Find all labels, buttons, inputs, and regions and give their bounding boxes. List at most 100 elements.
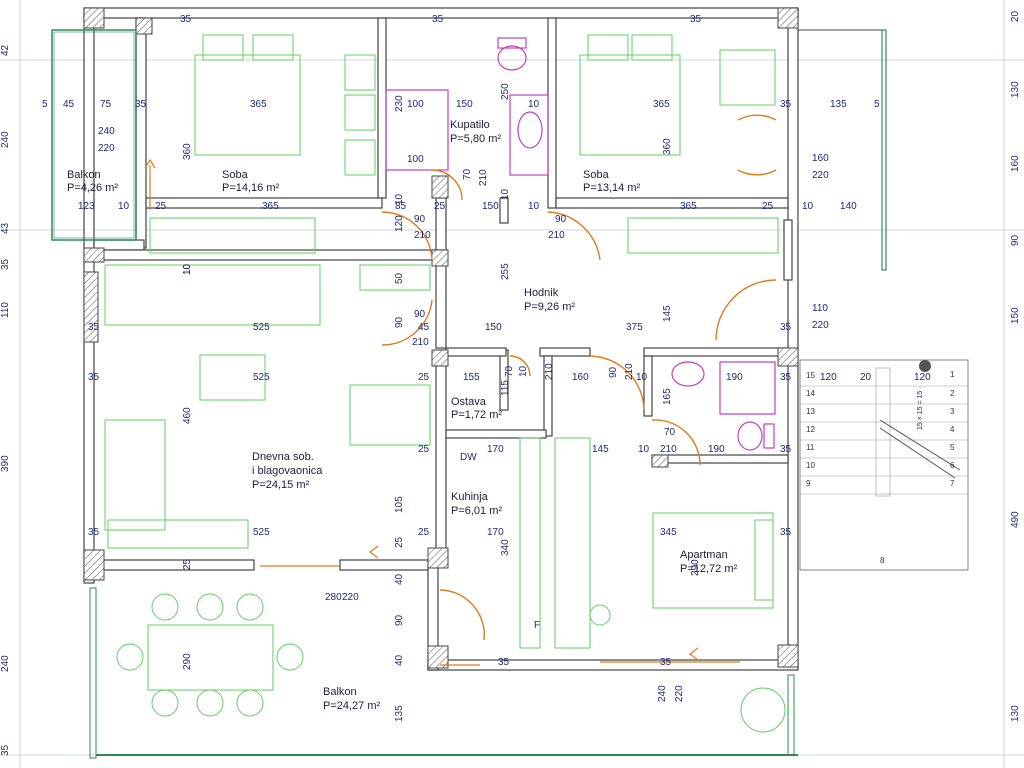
dim-label: 45 — [418, 322, 430, 333]
dim-label: 210 — [548, 230, 565, 241]
dim-label: 90 — [555, 214, 567, 225]
dim-label: 10 — [638, 444, 650, 455]
room-name-ostava: Ostava — [451, 396, 487, 408]
dim-label: 375 — [626, 322, 643, 333]
dim-label: 150 — [456, 99, 473, 110]
stair-label: 15 × 15 = 15 · — [917, 386, 924, 430]
dim-label: 250 — [500, 83, 511, 100]
room-name-soba-right: Soba — [583, 169, 610, 181]
dim-label: 35 — [780, 527, 792, 538]
dim-label: 42 — [0, 44, 11, 56]
dim-label: 100 — [407, 99, 424, 110]
dim-label: 280 — [325, 592, 342, 603]
dim-label: 85 — [395, 201, 407, 212]
dim-label: 525 — [253, 527, 270, 538]
dimension-labels: 35 35 35 5 45 75 35 240 220 123 10 25 36… — [42, 14, 955, 668]
dim-label: 365 — [680, 201, 697, 212]
dim-label: 140 — [840, 201, 857, 212]
dim-label: 360 — [182, 143, 193, 160]
fridge-label: F — [534, 620, 540, 631]
room-area-ostava: P=1,72 m² — [451, 409, 502, 421]
dim-label: 145 — [592, 444, 609, 455]
dishwasher-label: DW — [460, 452, 477, 463]
dim-label: 20 — [860, 372, 872, 383]
dim-label: 105 — [394, 496, 405, 513]
dim-label: 490 — [1010, 511, 1021, 528]
dim-label: 460 — [182, 407, 193, 424]
dim-label: 35 — [660, 657, 672, 668]
dim-label: 10 — [182, 263, 193, 275]
room-area-kupatilo: P=5,80 m² — [450, 133, 501, 145]
room-name-hodnik: Hodnik — [524, 287, 559, 299]
dim-label: 525 — [253, 322, 270, 333]
dim-label: 100 — [407, 154, 424, 165]
dim-label: 155 — [463, 372, 480, 383]
stair-number: 11 — [806, 443, 815, 452]
dim-label: 160 — [572, 372, 589, 383]
dim-label: 90 — [414, 214, 426, 225]
room-area-balkon-large: P=24,27 m² — [323, 700, 381, 712]
room-area-dnevna: P=24,15 m² — [252, 479, 310, 491]
dim-label: 25 — [434, 201, 446, 212]
room-name-soba-left: Soba — [222, 169, 249, 181]
dim-label: 35 — [432, 14, 444, 25]
stair-number: 1 — [950, 370, 955, 379]
balconies — [51, 29, 887, 759]
dim-label: 10 — [528, 99, 540, 110]
doors — [149, 114, 777, 666]
stair-number: 3 — [950, 407, 955, 416]
dim-label: 123 — [78, 201, 95, 212]
dim-label: 75 — [100, 99, 112, 110]
walls — [83, 7, 799, 671]
dim-label: 35 — [780, 99, 792, 110]
dim-label: 290 — [182, 653, 193, 670]
dim-label: 240 — [0, 131, 11, 148]
dim-label: 90 — [608, 366, 619, 378]
dim-label: 35 — [88, 322, 100, 333]
stair-number: 7 — [950, 479, 955, 488]
dim-label: 130 — [1010, 81, 1021, 98]
dim-label: 70 — [504, 365, 515, 377]
dim-label: 35 — [498, 657, 510, 668]
room-area-soba-left: P=14,16 m² — [222, 182, 280, 194]
dim-label: 190 — [708, 444, 725, 455]
dim-label: 345 — [660, 527, 677, 538]
dim-label: 10 — [528, 201, 540, 212]
room-name-balkon-small: Balkon — [67, 169, 101, 181]
stair-number: 12 — [806, 425, 815, 434]
dim-label: 210 — [624, 363, 635, 380]
dim-label: 70 — [664, 427, 676, 438]
dim-label: 210 — [660, 444, 677, 455]
dim-label: 160 — [1010, 155, 1021, 172]
room-name-balkon-large: Balkon — [323, 686, 357, 698]
dim-label: 150 — [482, 201, 499, 212]
room-area-hodnik: P=9,26 m² — [524, 301, 575, 313]
dim-label: 25 — [182, 558, 193, 570]
dim-label: 240 — [657, 685, 668, 702]
dim-label: 130 — [1010, 705, 1021, 722]
staircase — [799, 359, 969, 571]
dim-label: 120 — [820, 372, 837, 383]
dim-label: 135 — [830, 99, 847, 110]
dim-label: 360 — [662, 138, 673, 155]
room-area-balkon-small: P=4,26 m² — [67, 182, 118, 194]
dim-label: 115 — [500, 380, 511, 396]
entry-arrows — [144, 158, 699, 661]
room-area-soba-right: P=13,14 m² — [583, 182, 641, 194]
room-area-kuhinja: P=6,01 m² — [451, 505, 502, 517]
dim-label: 255 — [500, 263, 511, 280]
stair-number: 2 — [950, 389, 955, 398]
dim-label: 35 — [780, 444, 792, 455]
room-name-apartman: Apartman — [680, 549, 728, 561]
dim-label: 190 — [726, 372, 743, 383]
dim-label: 10 — [182, 263, 193, 275]
sanitary — [385, 37, 776, 451]
dim-label: 35 — [88, 372, 100, 383]
dim-label: 110 — [0, 302, 11, 318]
dim-label: 365 — [262, 201, 279, 212]
dim-label: 220 — [98, 143, 115, 154]
furniture — [104, 34, 786, 733]
dim-label: 145 — [662, 305, 673, 322]
dim-label: 170 — [487, 527, 504, 538]
